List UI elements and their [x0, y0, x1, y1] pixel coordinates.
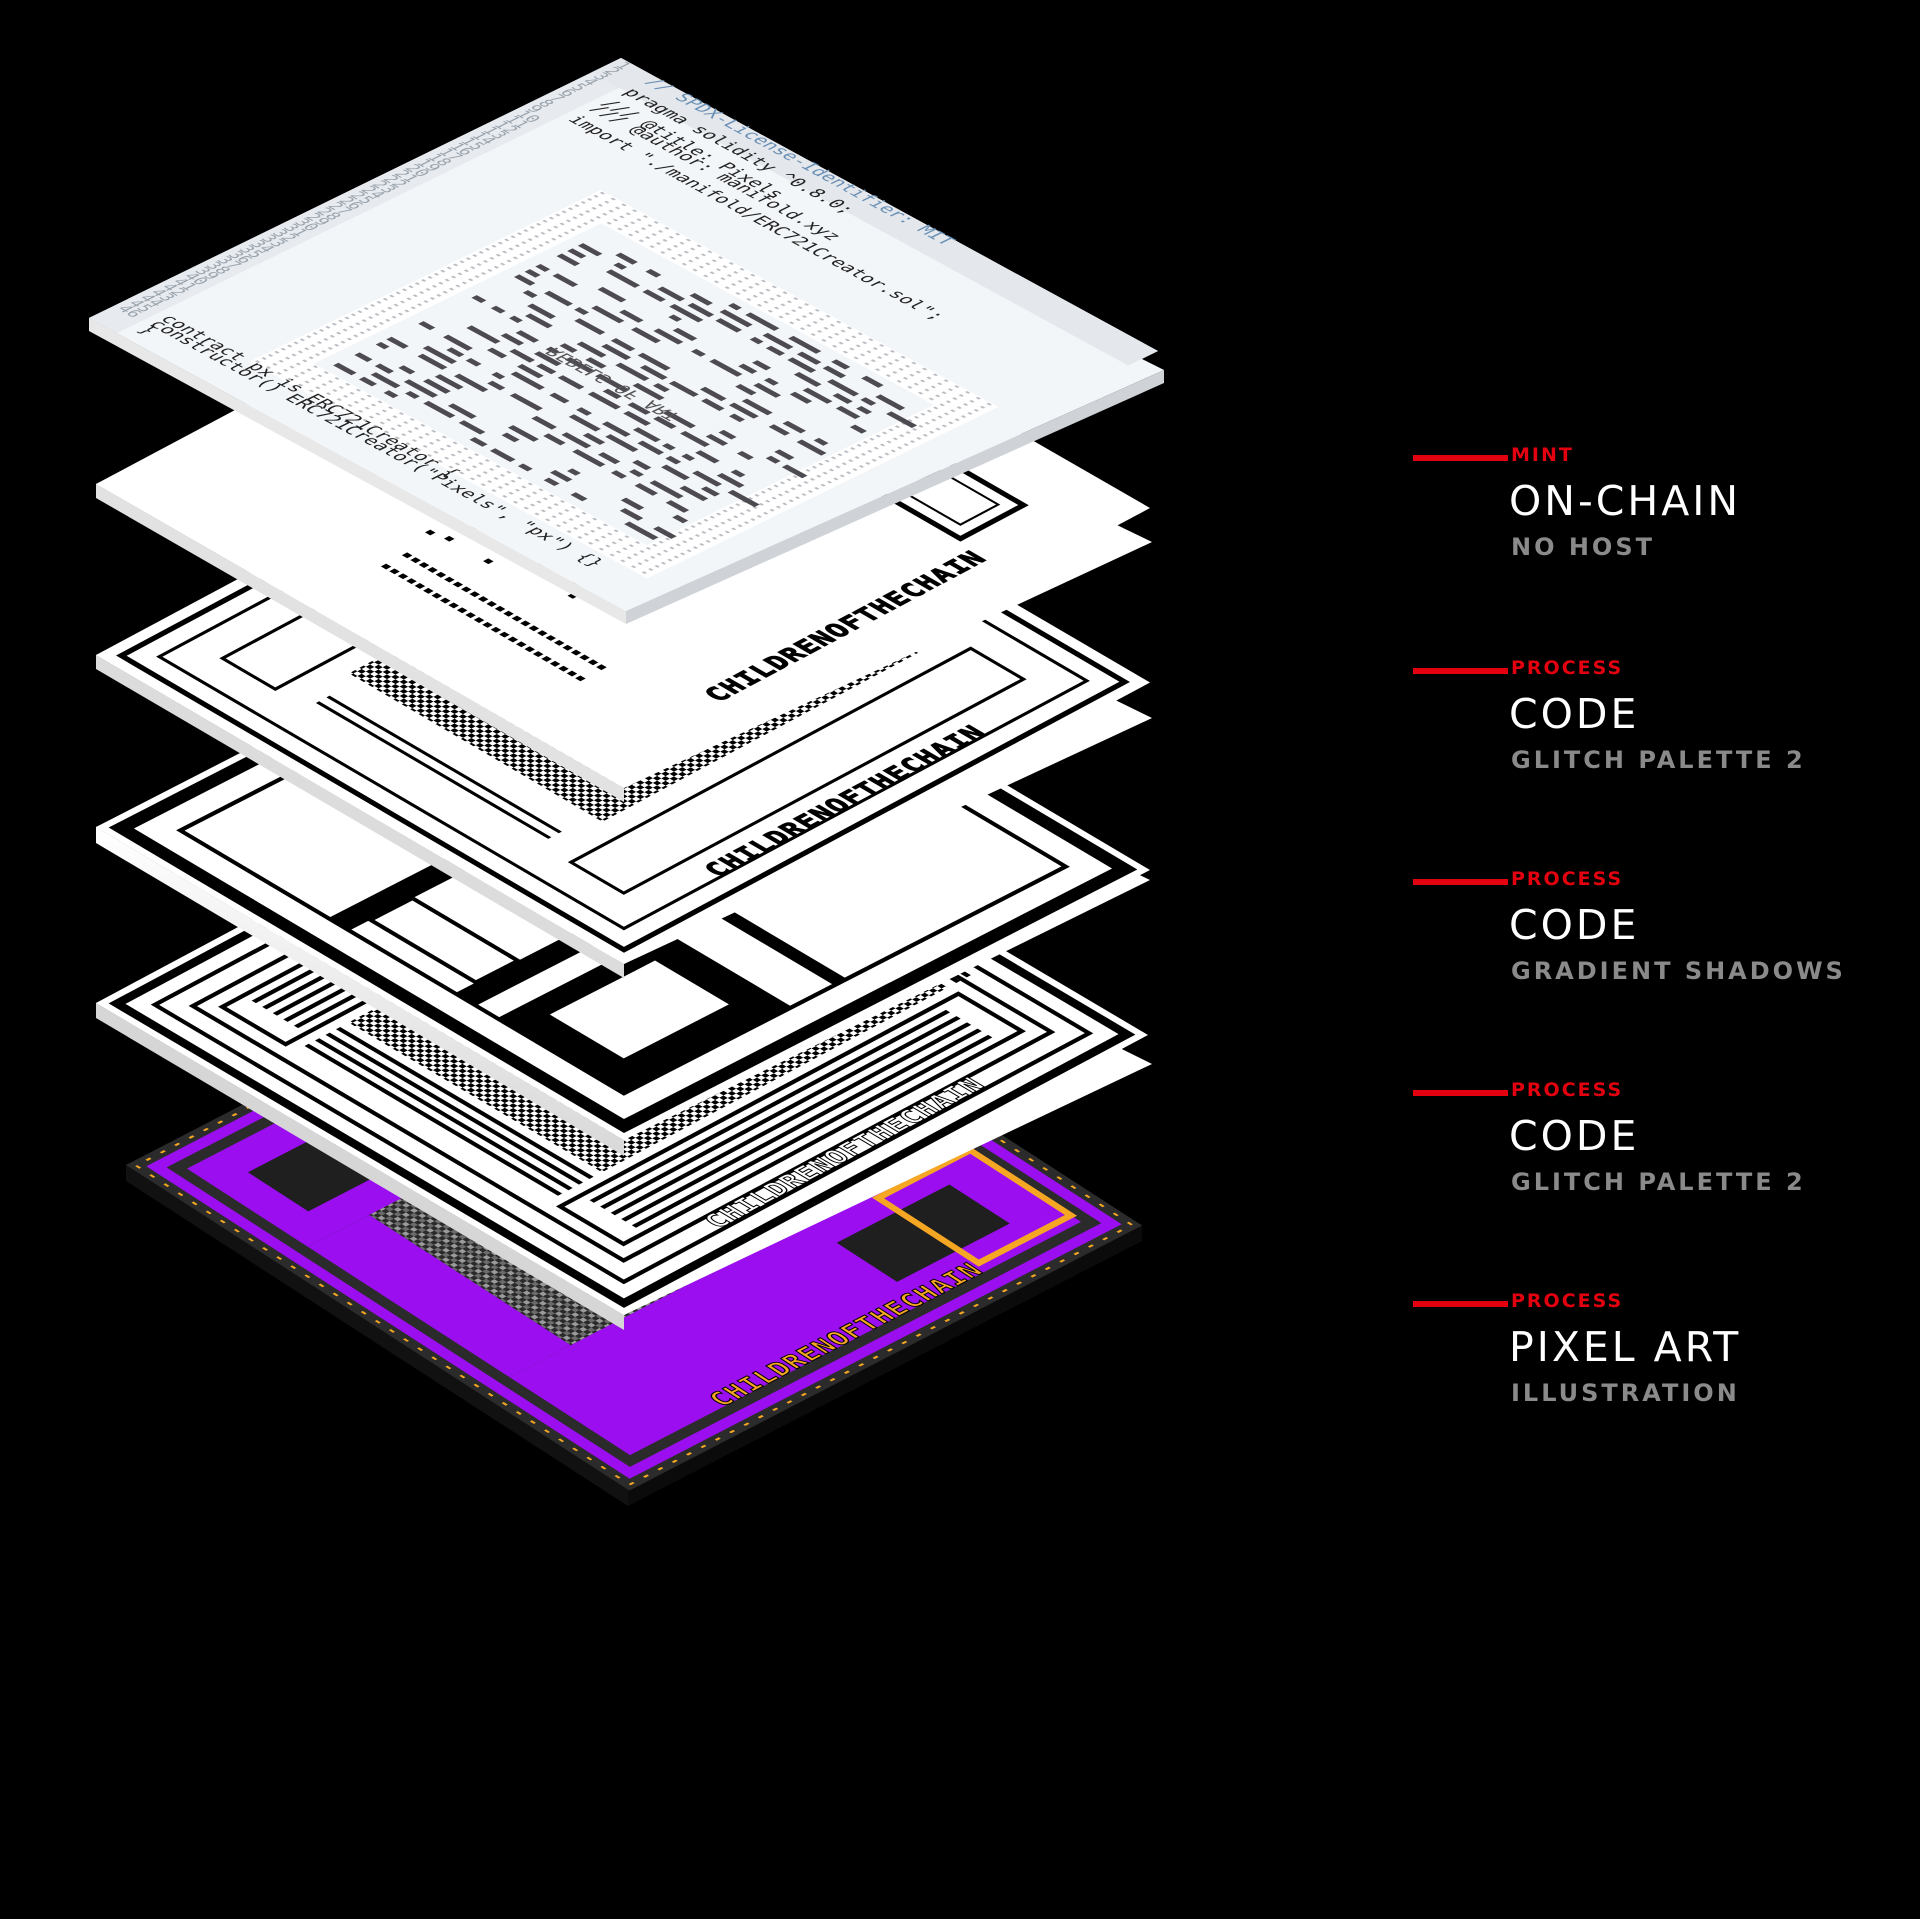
label-title: CODE — [1509, 1112, 1639, 1160]
label-title: CODE — [1509, 901, 1639, 949]
label-connector — [1413, 455, 1508, 461]
label-title: ON-CHAIN — [1509, 477, 1741, 525]
label-tag: PROCESS — [1511, 868, 1623, 890]
label-connector — [1413, 879, 1508, 885]
label-title: PIXEL ART — [1509, 1323, 1741, 1371]
label-connector — [1413, 668, 1508, 674]
label-tag: MINT — [1511, 444, 1574, 466]
label-tag: PROCESS — [1511, 657, 1623, 679]
label-subtitle: GLITCH PALETTE 2 — [1511, 1168, 1806, 1196]
label-title: CODE — [1509, 690, 1639, 738]
label-subtitle: ILLUSTRATION — [1511, 1379, 1740, 1407]
label-connector — [1413, 1090, 1508, 1096]
label-tag: PROCESS — [1511, 1079, 1623, 1101]
label-connector — [1413, 1301, 1508, 1307]
label-subtitle: NO HOST — [1511, 533, 1655, 561]
label-tag: PROCESS — [1511, 1290, 1623, 1312]
label-subtitle: GLITCH PALETTE 2 — [1511, 746, 1806, 774]
label-subtitle: GRADIENT SHADOWS — [1511, 957, 1846, 985]
